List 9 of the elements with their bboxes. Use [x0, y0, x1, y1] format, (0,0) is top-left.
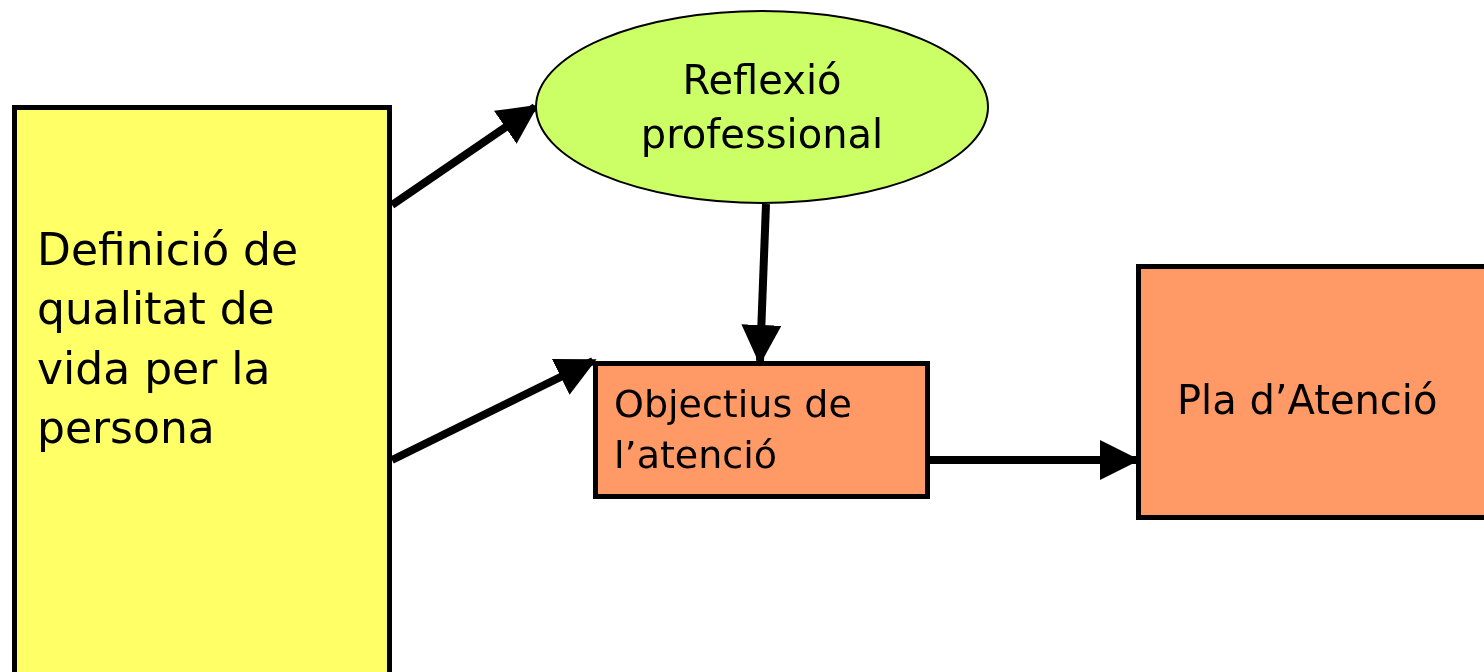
arrow: [390, 357, 597, 464]
node-label: Definició de qualitat de vida per la persona: [37, 223, 300, 456]
ellipse-node: [535, 10, 989, 204]
process-box: [12, 105, 392, 672]
node-label: Objectius de l’atenció: [614, 380, 853, 479]
process-box: [593, 361, 930, 499]
process-box: [1136, 264, 1484, 520]
node-label: Pla d’Atenció: [1177, 376, 1438, 425]
node-label: Reflexió professional: [639, 56, 885, 159]
